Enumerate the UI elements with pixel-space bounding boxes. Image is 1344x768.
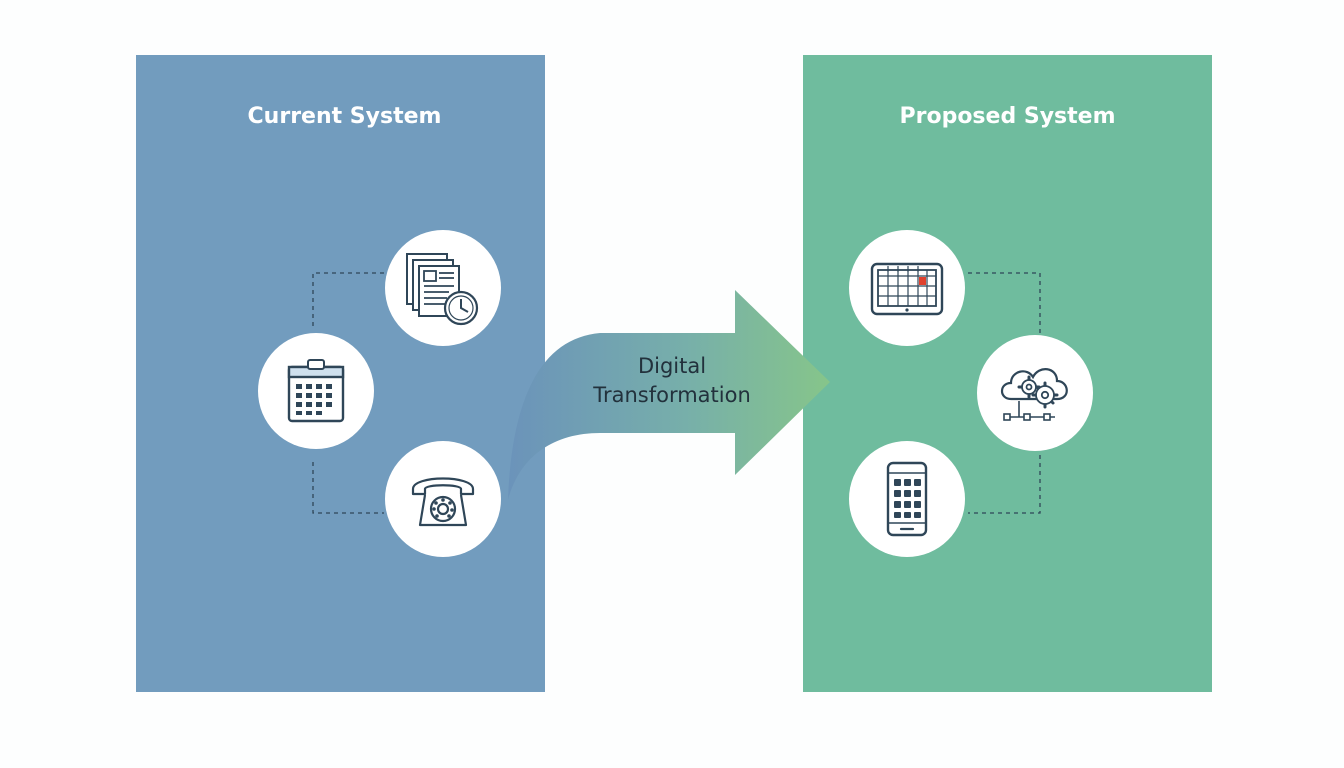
tablet-calendar-icon	[870, 262, 944, 316]
arrow-label-line-1: Digital	[637, 354, 707, 378]
paper-documents-clock-icon	[406, 253, 479, 326]
smartphone-app-grid-icon	[886, 461, 928, 537]
cloud-gears-network-icon	[1000, 368, 1068, 421]
telephone-circle	[385, 441, 501, 557]
digital-transformation-label: Digital Transformation	[584, 352, 760, 410]
left-connector-bottom	[312, 462, 384, 514]
highlighted-date-marker	[919, 277, 926, 285]
calendar-icon	[287, 359, 345, 423]
right-connector-bottom	[968, 455, 1041, 514]
paper-documents-circle	[385, 230, 501, 346]
proposed-system-title: Proposed System	[899, 104, 1116, 129]
calendar-circle	[258, 333, 374, 449]
arrow-label-line-2: Transformation	[593, 383, 751, 407]
rotary-telephone-icon	[411, 477, 475, 527]
right-connector-top	[968, 272, 1041, 333]
smartphone-circle	[849, 441, 965, 557]
cloud-gears-circle	[977, 335, 1093, 451]
current-system-title: Current System	[247, 104, 442, 129]
tablet-calendar-circle	[849, 230, 965, 346]
